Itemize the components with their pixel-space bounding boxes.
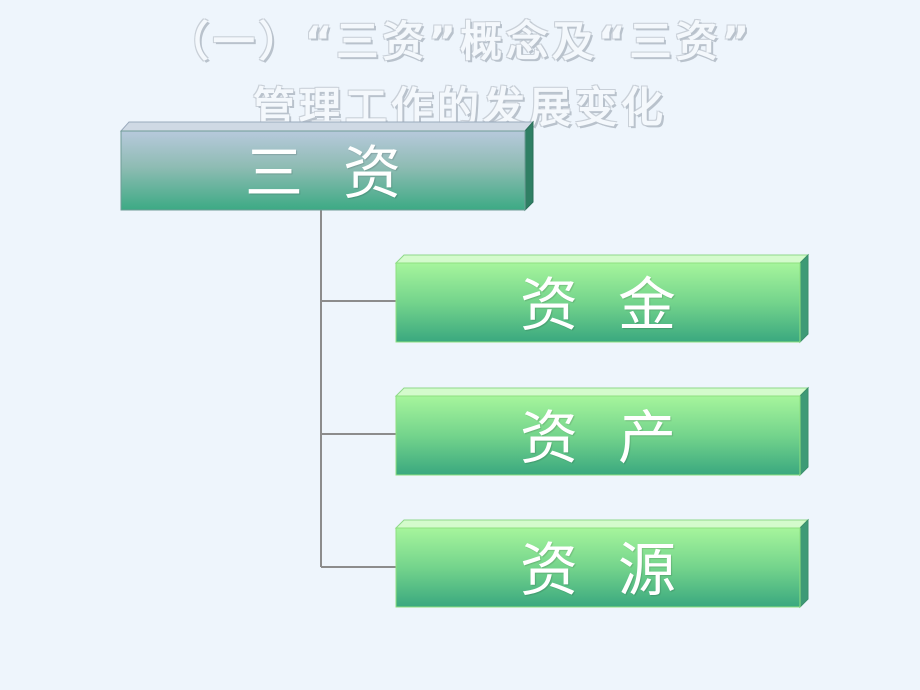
- child-box-2: [394, 386, 810, 477]
- child-box-3: [394, 518, 810, 609]
- root-label: 三资: [244, 139, 441, 207]
- child-label-2: 资产: [519, 404, 716, 472]
- child-box-1: [394, 253, 810, 344]
- child-label-1: 资金: [519, 271, 716, 339]
- slide-title-line-1: （一）“三资”概念及“三资”: [166, 17, 754, 66]
- root-box: [119, 120, 535, 212]
- child-label-3: 资源: [519, 536, 716, 604]
- connector-lines: [320, 210, 396, 568]
